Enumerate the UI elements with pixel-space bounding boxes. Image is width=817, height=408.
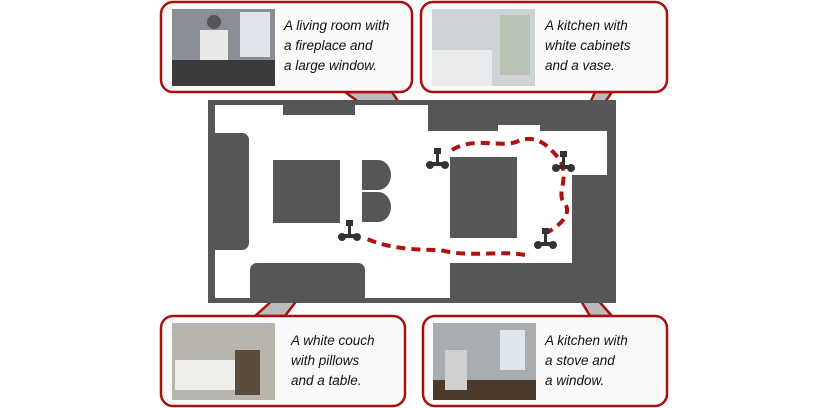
robot-icon — [552, 151, 575, 172]
robot-icon — [426, 148, 449, 169]
kitchen-photo — [432, 9, 535, 86]
kitchen-stove-photo — [433, 323, 536, 400]
caption-line: a large window. — [284, 58, 378, 73]
caption-line: A kitchen with — [545, 333, 628, 348]
caption-kitchen-vase: A kitchen with white cabinets and a vase… — [545, 16, 631, 76]
living-room-photo — [172, 9, 275, 86]
kitchen-counter — [428, 105, 607, 131]
caption-kitchen-stove: A kitchen with a stove and a window. — [545, 331, 628, 391]
caption-line: A white couch — [291, 333, 375, 348]
chair-bottom — [362, 192, 391, 222]
kitchen-island — [450, 157, 517, 238]
robot-icon — [534, 228, 557, 249]
caption-line: white cabinets — [545, 38, 631, 53]
caption-line: and a vase. — [545, 58, 615, 73]
floor-plan — [208, 100, 616, 303]
sofa-bottom — [250, 263, 365, 303]
bottom-counter — [450, 263, 612, 303]
robots — [338, 148, 575, 249]
caption-living-room: A living room with a fireplace and a lar… — [284, 16, 389, 76]
top-counter — [283, 105, 355, 115]
caption-couch: A white couch with pillows and a table. — [291, 331, 375, 391]
caption-line: A kitchen with — [545, 18, 628, 33]
caption-line: a window. — [545, 373, 605, 388]
couch-photo — [172, 323, 275, 400]
caption-line: with pillows — [291, 353, 360, 368]
caption-line: and a table. — [291, 373, 362, 388]
robot-path — [364, 136, 569, 257]
caption-line: a fireplace and — [284, 38, 373, 53]
caption-line: a stove and — [545, 353, 615, 368]
robot-icon — [338, 220, 361, 241]
chair-top — [362, 160, 391, 190]
sofa-left — [209, 133, 249, 250]
caption-line: A living room with — [284, 18, 390, 33]
coffee-table — [273, 160, 340, 223]
